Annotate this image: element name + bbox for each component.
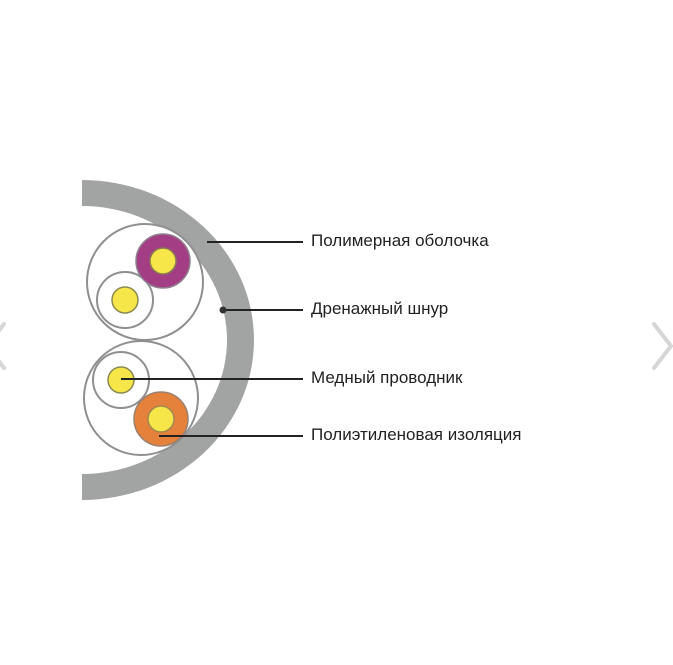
copper-conductor (147, 405, 175, 433)
drain-wire-dot (219, 306, 227, 314)
chevron-left-icon[interactable] (0, 322, 8, 370)
label-pe-insulation: Полиэтиленовая изоляция (311, 425, 522, 444)
chevron-right-icon[interactable] (651, 322, 673, 370)
lower-twisted-pair (83, 340, 199, 456)
label-drain-wire: Дренажный шнур (311, 299, 449, 318)
copper-conductor (111, 286, 139, 314)
leader-lines (121, 241, 303, 437)
label-polymer-sheath: Полимерная оболочка (311, 231, 489, 250)
polymer-sheath (82, 180, 254, 500)
label-copper-conductor: Медный проводник (311, 368, 463, 387)
upper-twisted-pair (86, 223, 204, 341)
copper-conductor (149, 247, 177, 275)
